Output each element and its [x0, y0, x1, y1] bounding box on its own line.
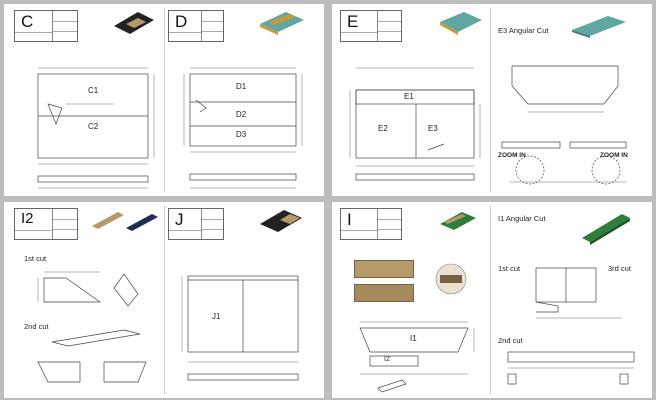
e-drawing [349, 65, 627, 185]
sheet-letter-c: C [21, 12, 34, 31]
title-block-e: E [340, 10, 402, 42]
part-e3: E3 [428, 124, 438, 133]
i2-j-drawing [37, 271, 299, 383]
i2-2nd-cut-heading: 2nd cut [24, 322, 49, 331]
i-drawing [359, 267, 635, 393]
i1-3d-preview [582, 214, 630, 245]
e3-3d-preview [572, 16, 626, 38]
sheet-i: I I1 Angular Cut 1st cut 3rd cut 2nd cut [332, 202, 652, 398]
sheet-c-d: C D [4, 4, 324, 196]
part-c2: C2 [88, 122, 99, 131]
i-3d-preview [440, 212, 476, 230]
i2-3d-preview [92, 212, 158, 231]
part-c1: C1 [88, 86, 99, 95]
i-1st-cut-heading: 1st cut [498, 264, 521, 273]
prev-page-arrow-icon[interactable]: ‹ [2, 195, 6, 204]
sheet-i2-j: I2 J 1st cut 2nd cut [4, 202, 324, 398]
j-3d-preview [260, 210, 302, 232]
sheet-letter-j: J [175, 210, 184, 229]
part-e1: E1 [404, 92, 414, 101]
zoom-in-left-label: ZOOM IN [498, 152, 526, 159]
i1-angular-cut-heading: I1 Angular Cut [498, 214, 546, 223]
e-3d-preview [440, 12, 482, 35]
i2-1st-cut-heading: 1st cut [24, 254, 47, 263]
part-d2: D2 [236, 110, 247, 119]
part-i2: I2 [384, 356, 390, 363]
d-3d-preview [260, 12, 304, 35]
i-3rd-cut-heading: 3rd cut [608, 264, 631, 273]
title-block-c: C [14, 10, 78, 42]
sheet-e: E E3 Angular Cut [332, 4, 652, 196]
part-d1: D1 [236, 82, 247, 91]
title-block-i: I [340, 208, 402, 240]
c-d-drawing [37, 67, 303, 189]
title-block-j: J [168, 208, 224, 240]
e3-angular-cut-heading: E3 Angular Cut [498, 26, 549, 35]
part-d3: D3 [236, 130, 247, 139]
sheet-letter-i: I [347, 210, 352, 229]
part-e2: E2 [378, 124, 388, 133]
next-page-arrow-icon[interactable]: › [650, 195, 654, 204]
c-3d-preview [114, 12, 154, 34]
title-block-d: D [168, 10, 224, 42]
sheet-letter-i2: I2 [21, 210, 34, 227]
title-block-i2: I2 [14, 208, 78, 240]
wood-sample-top [354, 260, 414, 278]
sheet-letter-d: D [175, 12, 188, 31]
zoom-in-right-label: ZOOM IN [600, 152, 628, 159]
part-i1: I1 [410, 334, 417, 343]
sheet-letter-e: E [347, 12, 359, 31]
part-j1: J1 [212, 312, 221, 321]
joint-zoom-circle [435, 263, 467, 295]
wood-sample-bottom [354, 284, 414, 302]
i-2nd-cut-heading: 2nd cut [498, 336, 523, 345]
